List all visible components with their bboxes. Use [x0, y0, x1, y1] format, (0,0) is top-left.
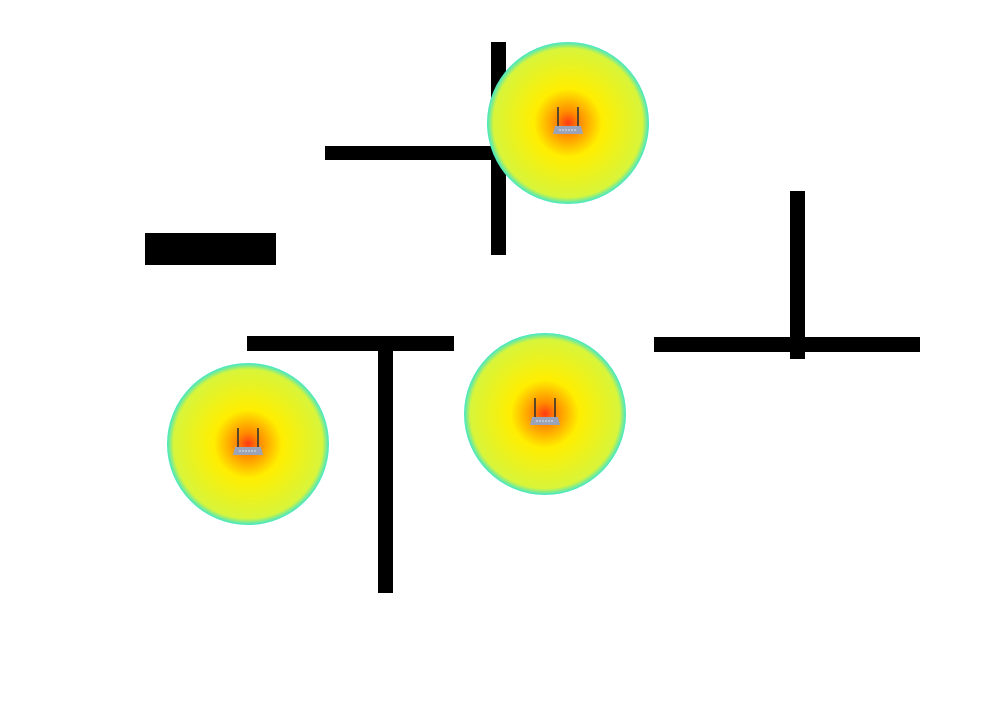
signal-coverage-heatmap [167, 363, 329, 525]
wall-solid-block [145, 233, 276, 265]
wall-top-horizontal [325, 146, 495, 160]
signal-coverage-heatmap [487, 42, 649, 204]
signal-coverage-heatmap [464, 333, 626, 495]
wall-middle-horizontal [247, 336, 454, 351]
router-left[interactable] [167, 363, 329, 525]
wifi-router-icon[interactable] [553, 107, 583, 134]
router-top[interactable] [487, 42, 649, 204]
wall-right-vertical [790, 191, 805, 359]
router-middle[interactable] [464, 333, 626, 495]
wall-middle-vertical [378, 336, 393, 593]
wifi-router-icon[interactable] [233, 428, 263, 455]
wifi-router-icon[interactable] [530, 398, 560, 425]
wall-right-horizontal [654, 337, 920, 352]
